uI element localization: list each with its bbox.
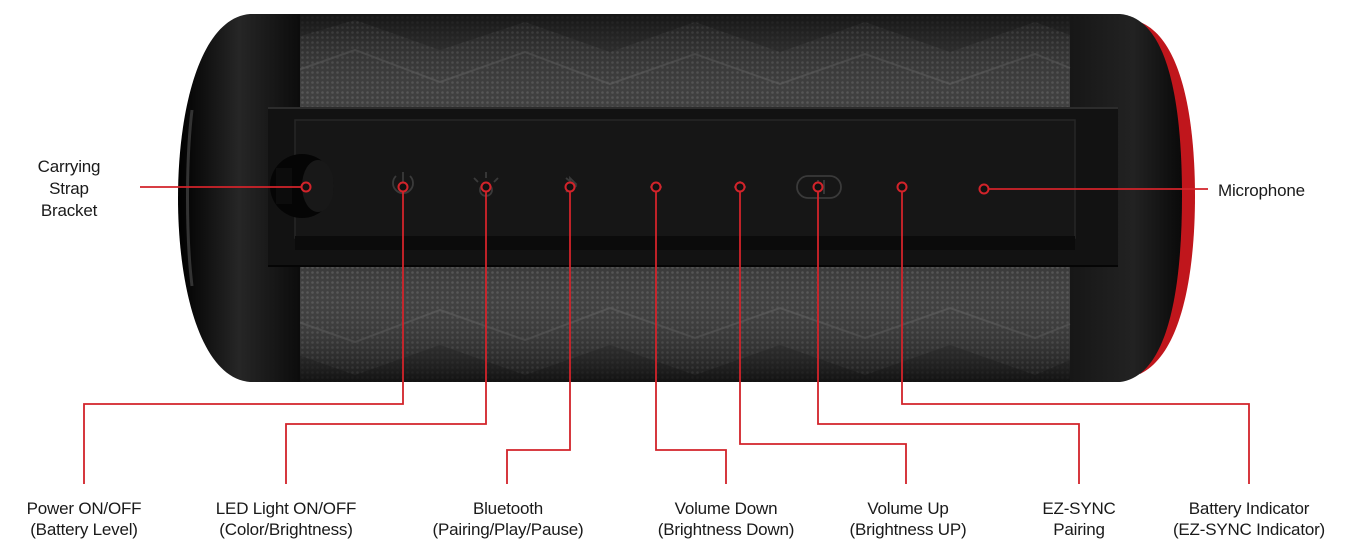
label-led-light: LED Light ON/OFF (Color/Brightness) [215,499,357,539]
callout-dots [300,181,990,195]
callout-line-battery [901,187,1250,484]
label-volume-down: Volume Down (Brightness Down) [657,499,795,539]
callout-dot-microphone [978,183,990,195]
callout-dot-volume-up [734,181,746,193]
callout-dot-ez-sync [812,181,824,193]
label-volume-up: Volume Up (Brightness UP) [849,499,967,539]
label-bluetooth: Bluetooth (Pairing/Play/Pause) [432,499,584,539]
callout-dot-strap [300,181,312,193]
callout-dot-bluetooth [564,181,576,193]
label-carrying-strap-bracket: Carrying Strap Bracket [37,157,101,220]
left-end-cap [178,14,300,382]
label-ez-sync: EZ-SYNC Pairing [1042,499,1116,539]
callout-dot-power [397,181,409,193]
callout-dot-battery [896,181,908,193]
callout-dot-volume-down [650,181,662,193]
label-battery-indicator: Battery Indicator (EZ-SYNC Indicator) [1172,499,1326,539]
callout-line-volume-down [655,187,727,484]
callout-line-volume-up [739,187,907,484]
callout-lines [83,186,1250,484]
label-microphone: Microphone [1218,181,1305,200]
callout-dot-led [480,181,492,193]
callout-line-led [285,187,487,484]
right-end-cap [1060,14,1182,382]
callout-line-power [83,187,404,484]
callout-line-ez-sync [817,187,1080,484]
callout-line-bluetooth [506,187,571,484]
label-power: Power ON/OFF (Battery Level) [26,499,142,539]
